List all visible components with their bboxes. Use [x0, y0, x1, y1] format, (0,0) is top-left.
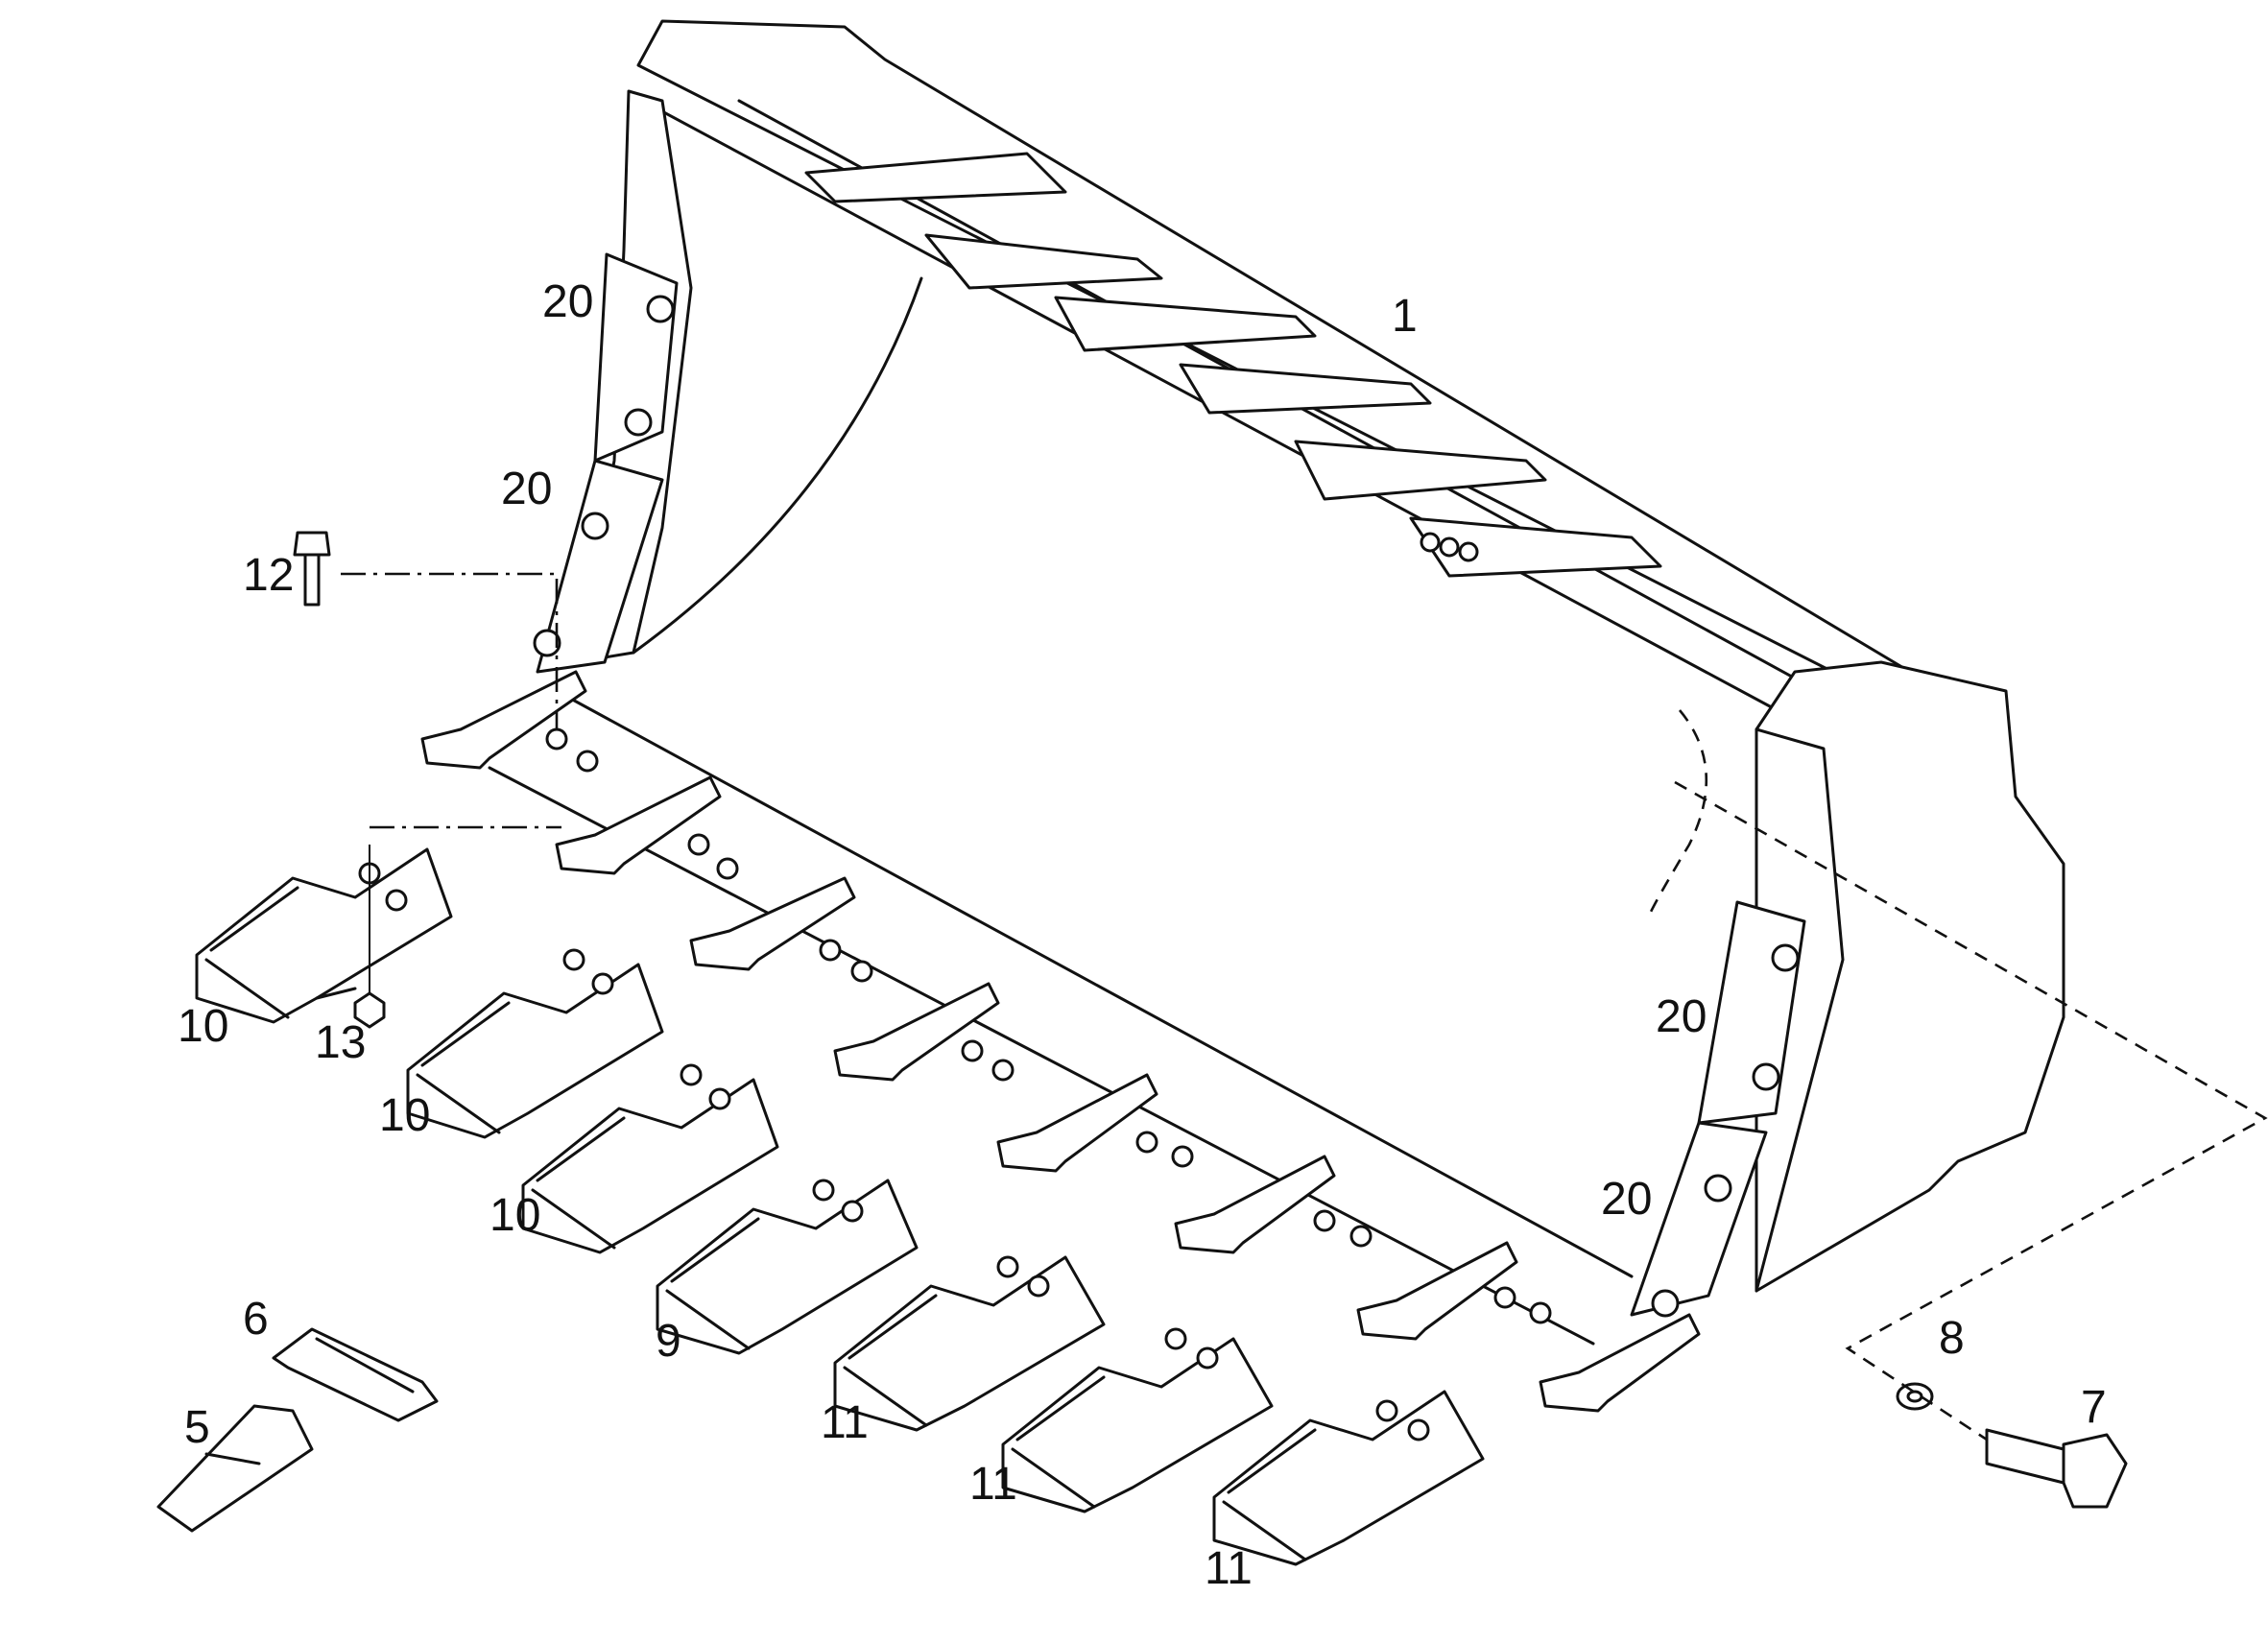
callout-10: 10 — [178, 1001, 228, 1052]
callout-11: 11 — [1205, 1543, 1253, 1594]
callout-6: 6 — [243, 1294, 269, 1345]
adapter-2 — [555, 775, 722, 875]
lip-bolt-hole — [961, 1039, 984, 1062]
lip-bolt-hole — [716, 857, 739, 880]
callout-13: 13 — [315, 1017, 366, 1068]
bucket-hidden-curve — [1649, 709, 1708, 913]
segment-10-b — [406, 948, 664, 1139]
adapter-6 — [1174, 1155, 1336, 1254]
lip-bolt-hole — [1135, 1131, 1158, 1154]
lip-bolt-hole — [819, 939, 842, 962]
bucket-top-rim — [636, 19, 1912, 691]
bucket-right-side-inner — [1755, 727, 1845, 1293]
bracket-5 — [1294, 440, 1547, 501]
callout-11: 11 — [821, 1397, 869, 1448]
bracket-1 — [804, 152, 1067, 203]
callout-8: 8 — [1939, 1313, 1965, 1364]
callout-12: 12 — [243, 550, 294, 601]
segment-10-c — [521, 1063, 779, 1254]
lip-bolt-hole — [1313, 1209, 1336, 1232]
lip-bolt-hole — [687, 833, 710, 856]
hinge-hole-1 — [1420, 532, 1441, 553]
tooth-5 — [156, 1404, 314, 1533]
lip-bolt-hole — [1349, 1225, 1373, 1248]
washer-8 — [1896, 1382, 1934, 1411]
callout-20: 20 — [501, 464, 552, 514]
side-cutters-right — [1630, 900, 1806, 1318]
lip-bolt-hole — [576, 750, 599, 773]
callout-10: 10 — [379, 1090, 430, 1141]
callout-5: 5 — [184, 1402, 210, 1453]
bracket-2 — [924, 233, 1163, 290]
callout-1: 1 — [1392, 291, 1418, 342]
lip-bolt-hole — [850, 960, 873, 983]
tooth-adapters — [420, 670, 1701, 1413]
cutter-bolt — [581, 512, 609, 540]
bucket-inner-curve-left — [632, 276, 923, 655]
bracket-4 — [1179, 363, 1432, 415]
adapter-3 — [689, 876, 856, 971]
bolt-7 — [1985, 1428, 2128, 1509]
top-brackets — [804, 152, 1662, 578]
lip-bolt-hole — [545, 727, 568, 751]
cutter-bolt — [1771, 943, 1800, 972]
bucket-body — [488, 19, 2065, 1346]
callout-20: 20 — [1656, 991, 1707, 1042]
lip-bolt-hole — [1171, 1145, 1194, 1168]
lip-bolt-hole — [1529, 1301, 1552, 1324]
bolt-12 — [293, 531, 331, 607]
cutter-bolt — [646, 295, 675, 323]
callout-10: 10 — [489, 1190, 540, 1241]
cutter-bolt — [1704, 1174, 1732, 1203]
segment-10-a — [195, 847, 453, 1024]
adapter-8 — [1539, 1313, 1701, 1413]
adapter-1 — [420, 670, 587, 770]
cutter-bolt — [1651, 1289, 1680, 1318]
lip-bolt-hole — [1493, 1286, 1516, 1309]
segment-11-c — [1212, 1390, 1485, 1566]
cutter-bolt — [624, 408, 653, 437]
adapter-4 — [833, 982, 1000, 1082]
cutter-bolt — [533, 629, 561, 657]
segment-11-b — [1001, 1327, 1274, 1513]
lip-bolt-hole — [991, 1059, 1015, 1082]
bucket-cutting-edge — [488, 766, 1595, 1346]
adapter-5 — [996, 1073, 1158, 1173]
side-cutter-right-lower — [1630, 1121, 1768, 1317]
hinge-hole-2 — [1439, 536, 1460, 558]
segment-9 — [656, 1179, 919, 1355]
callout-11: 11 — [969, 1459, 1017, 1510]
callout-20: 20 — [1601, 1174, 1652, 1225]
bucket-right-side-plate — [1755, 660, 2065, 1293]
leader-line-12 — [341, 572, 559, 729]
adapter-7 — [1356, 1241, 1518, 1341]
callout-9: 9 — [656, 1316, 681, 1367]
callout-20: 20 — [542, 276, 593, 327]
callout-7: 7 — [2081, 1382, 2107, 1433]
bracket-6 — [1409, 516, 1662, 578]
pin-6 — [272, 1327, 439, 1422]
cutter-bolt — [1752, 1062, 1780, 1091]
bucket-floor-line — [555, 689, 1634, 1278]
hinge-hole-3 — [1458, 541, 1479, 562]
bracket-3 — [1054, 296, 1317, 352]
segment-11-a — [833, 1255, 1106, 1432]
